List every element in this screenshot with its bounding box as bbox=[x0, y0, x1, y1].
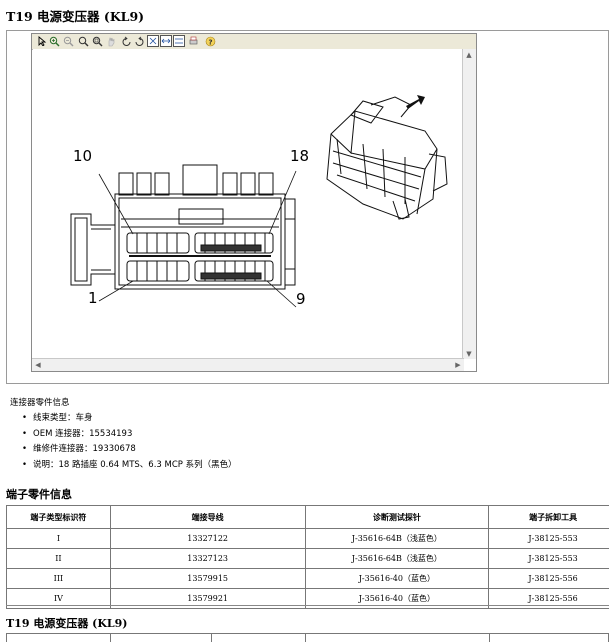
table-cell: J-38125-553 bbox=[489, 549, 609, 569]
callout-10: 10 bbox=[73, 147, 92, 165]
table-cell: 13327122 bbox=[110, 529, 305, 549]
table-row: I 13327122 J-35616-64B（浅蓝色） J-38125-553 bbox=[7, 529, 609, 549]
table-cell: J-38125-556 bbox=[489, 569, 609, 589]
table-header-row: 端子类型标识符 端接导线 诊断测试探针 端子拆卸工具 bbox=[7, 506, 609, 529]
terminal-section-title: 端子零件信息 bbox=[6, 486, 72, 502]
connector-info-list: 线束类型：车身 OEM 连接器：15534193 维修件连接器：19330678… bbox=[22, 411, 237, 473]
callout-1: 1 bbox=[88, 289, 98, 307]
list-item: 线束类型：车身 bbox=[22, 411, 237, 427]
table-cell: 13327123 bbox=[110, 549, 305, 569]
connector-diagram: 10 18 1 9 bbox=[33, 49, 463, 360]
table-cell: 13579915 bbox=[110, 569, 305, 589]
diagram-viewer: ? bbox=[31, 33, 477, 372]
scroll-right-arrow-icon[interactable]: ▶ bbox=[452, 359, 464, 370]
table-row: III 13579915 J-35616-40（蓝色） J-38125-556 bbox=[7, 569, 609, 589]
table-cell: III bbox=[7, 569, 111, 589]
select-arrow-icon[interactable] bbox=[36, 35, 48, 47]
svg-text:?: ? bbox=[208, 38, 212, 46]
table-cell: J-35616-64B（浅蓝色） bbox=[305, 529, 489, 549]
help-icon[interactable]: ? bbox=[204, 35, 216, 47]
rotate-right-icon[interactable] bbox=[133, 35, 145, 47]
terminal-table: 端子类型标识符 端接导线 诊断测试探针 端子拆卸工具 I 13327122 J-… bbox=[6, 505, 609, 609]
fit-width-icon[interactable] bbox=[160, 35, 172, 47]
table-cell: J-35616-40（蓝色） bbox=[305, 569, 489, 589]
table-row: II 13327123 J-35616-64B（浅蓝色） J-38125-553 bbox=[7, 549, 609, 569]
vertical-scrollbar[interactable]: ▲ ▼ bbox=[462, 49, 476, 359]
column-header: 端子拆卸工具 bbox=[489, 506, 609, 529]
list-item: 说明：18 路插座 0.64 MTS、6.3 MCP 系列（黑色） bbox=[22, 458, 237, 474]
fit-page-icon[interactable] bbox=[147, 35, 159, 47]
list-item: OEM 连接器：15534193 bbox=[22, 427, 237, 443]
callout-18: 18 bbox=[290, 147, 309, 165]
callout-9: 9 bbox=[296, 290, 306, 308]
table-cell: J-38125-553 bbox=[489, 529, 609, 549]
section-divider bbox=[6, 605, 609, 606]
scroll-left-arrow-icon[interactable]: ◀ bbox=[32, 359, 44, 370]
zoom-window-icon[interactable] bbox=[91, 35, 103, 47]
list-item: 维修件连接器：19330678 bbox=[22, 442, 237, 458]
zoom-glass-icon[interactable] bbox=[77, 35, 89, 47]
viewer-toolbar: ? bbox=[32, 34, 476, 50]
print-icon[interactable] bbox=[187, 35, 199, 47]
scroll-up-arrow-icon[interactable]: ▲ bbox=[463, 49, 475, 60]
table-cell: I bbox=[7, 529, 111, 549]
next-table-top-edge bbox=[6, 633, 609, 642]
next-section-title: T19 电源变压器 (KL9) bbox=[6, 615, 128, 631]
table-cell: II bbox=[7, 549, 111, 569]
pan-hand-icon[interactable] bbox=[105, 35, 117, 47]
column-header: 端子类型标识符 bbox=[7, 506, 111, 529]
connector-info-heading: 连接器零件信息 bbox=[10, 396, 70, 408]
horizontal-scrollbar[interactable]: ◀ ▶ bbox=[32, 358, 464, 371]
fit-height-icon[interactable] bbox=[173, 35, 185, 47]
zoom-in-icon[interactable] bbox=[48, 35, 60, 47]
column-header: 诊断测试探针 bbox=[305, 506, 489, 529]
page-title: T19 电源变压器 (KL9) bbox=[6, 6, 144, 25]
scroll-down-arrow-icon[interactable]: ▼ bbox=[463, 348, 475, 359]
table-cell: J-35616-64B（浅蓝色） bbox=[305, 549, 489, 569]
rotate-left-icon[interactable] bbox=[120, 35, 132, 47]
zoom-out-icon[interactable] bbox=[62, 35, 74, 47]
column-header: 端接导线 bbox=[110, 506, 305, 529]
